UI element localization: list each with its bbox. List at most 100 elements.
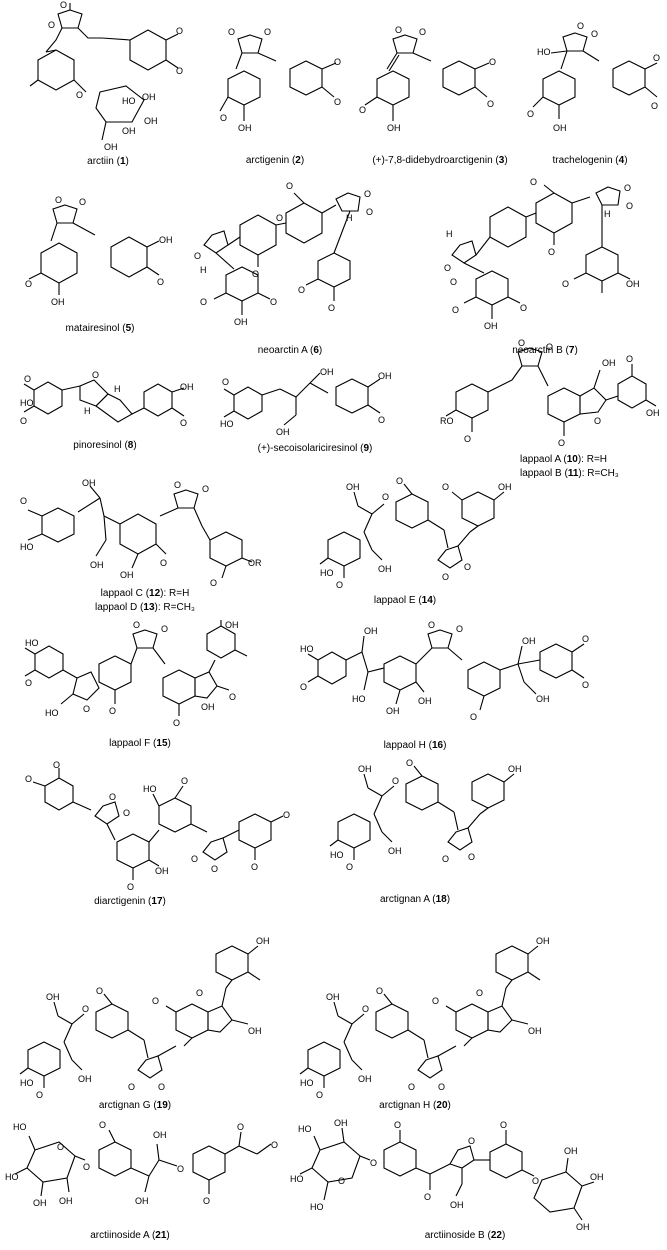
atom-label: O <box>48 20 55 30</box>
atom-label: OH <box>90 560 104 570</box>
compound-caption: lappaol C (12): R=H <box>100 588 190 599</box>
compound-name: arctignan A <box>379 894 430 905</box>
atom-label: OH <box>159 235 173 245</box>
atom-label: HO <box>310 1202 324 1212</box>
atom-label: O <box>109 706 116 716</box>
atom-label: O <box>520 303 527 313</box>
atom-label: H <box>114 384 121 394</box>
atom-label: O <box>468 1136 475 1146</box>
atom-label: O <box>336 580 343 590</box>
compound-neoarctin-b: O O O O H H O O O O OH O <box>440 175 655 360</box>
structure-secoisolariciresinol: O HO OH OH OH O <box>220 367 392 437</box>
atom-label: O <box>128 1082 135 1092</box>
compound-number: 13 <box>143 602 155 613</box>
structure-didebydroarctigenin: O O O O O OH <box>359 25 496 133</box>
atom-label: O <box>271 1140 278 1150</box>
atom-label: O <box>24 374 31 384</box>
atom-label: O <box>382 492 389 502</box>
atom-label: OH <box>378 564 392 574</box>
atom-label: OH <box>386 706 400 716</box>
atom-label: O <box>20 416 27 426</box>
atom-label: O <box>346 862 353 872</box>
compound-name: (+)-secoisolariciresinol <box>257 443 358 454</box>
compound-number: 2 <box>295 155 301 166</box>
atom-label: O <box>36 1090 43 1100</box>
compound-caption: lappaol H (16) <box>383 740 447 751</box>
atom-label: OH <box>135 1196 149 1206</box>
compound-arctignan-h: OH O O HO O OH O O O O <box>299 930 600 1115</box>
atom-label: OH <box>358 764 372 774</box>
atom-label: O <box>99 1120 106 1130</box>
compound-name: lappaol A <box>520 454 561 465</box>
atom-label: OH <box>364 626 378 636</box>
atom-label: O <box>123 808 130 818</box>
atom-label: O <box>109 792 116 802</box>
atom-label: OH <box>646 408 660 418</box>
atom-label: O <box>594 416 601 426</box>
structure-lappaol-a-b: O O RO O O O OH O OH <box>440 338 660 448</box>
atom-label: O <box>133 620 140 630</box>
atom-label: OH <box>155 866 169 876</box>
compound-caption: (+)-secoisolariciresinol (9) <box>257 443 373 454</box>
atom-label: O <box>202 484 209 494</box>
atom-label: OH <box>536 936 550 946</box>
structure-arctiinoside-b: HO OH HO O HO O O O O OH O O <box>290 1118 604 1232</box>
atom-label: O <box>25 279 32 289</box>
atom-label: O <box>378 415 385 425</box>
structure-lappaol-f: O O HO O O HO O O OH O OH <box>24 620 248 728</box>
atom-label: O <box>83 704 90 714</box>
atom-label: O <box>203 1196 210 1206</box>
atom-label: O <box>527 109 534 119</box>
atom-label: OH <box>564 1146 578 1156</box>
atom-label: O <box>452 305 459 315</box>
atom-label: O <box>456 624 463 634</box>
atom-label: O <box>174 480 181 490</box>
atom-label: RO <box>440 416 454 426</box>
compound-name: arctignan G <box>98 1100 151 1111</box>
compound-number: 21 <box>155 1230 167 1241</box>
atom-label: HO <box>300 644 314 654</box>
atom-label: OH <box>378 371 392 381</box>
compound-pinoresinol: O O HO H H O OH O pinoresinol (8) <box>20 370 200 455</box>
compound-name: diarctigenin <box>94 896 146 907</box>
atom-label: O <box>181 776 188 786</box>
atom-label: OH <box>59 1196 73 1206</box>
structure-trachelogenin: O O HO O O O OH <box>527 21 660 133</box>
atom-label: O <box>25 678 32 688</box>
atom-label: OH <box>142 92 156 102</box>
compound-arctiinoside-a: HO O HO OH OH O O OH OH O O O <box>5 1120 295 1250</box>
atom-label: O <box>60 0 67 10</box>
atom-label: OH <box>418 696 432 706</box>
structure-arctigenin: O O O O O OH <box>219 27 341 133</box>
atom-label: O <box>338 1176 345 1186</box>
atom-label: O <box>300 682 307 692</box>
atom-label: O <box>83 1162 90 1172</box>
compound-name: lappaol D <box>95 602 138 613</box>
compound-name: arctigenin <box>245 155 290 166</box>
atom-label: O <box>651 101 658 111</box>
compound-number: 20 <box>436 1100 448 1111</box>
atom-label: O <box>582 634 589 644</box>
atom-label: HO <box>5 1172 19 1182</box>
atom-label: O <box>442 572 449 582</box>
compound-number: 9 <box>363 443 370 454</box>
atom-label: OH <box>358 1074 372 1084</box>
compound-caption: lappaol F (15) <box>109 738 171 749</box>
atom-label: OH <box>536 694 550 704</box>
atom-label: O <box>577 21 584 31</box>
compound-caption: diarctigenin (17) <box>94 896 166 907</box>
atom-label: O <box>96 986 103 996</box>
atom-label: O <box>177 1164 184 1174</box>
atom-label: O <box>176 26 183 36</box>
atom-label: O <box>500 1120 507 1130</box>
atom-label: HO <box>290 1174 304 1184</box>
compound-number: 14 <box>421 595 433 606</box>
atom-label: HO <box>20 398 34 408</box>
compound-caption: arctignan G (19) <box>98 1100 172 1111</box>
compound-name: arctiinoside A <box>90 1230 150 1241</box>
atom-label: OH <box>51 297 65 307</box>
atom-label: O <box>270 297 277 307</box>
compound-number: 18 <box>435 894 447 905</box>
atom-label: O <box>419 27 426 37</box>
